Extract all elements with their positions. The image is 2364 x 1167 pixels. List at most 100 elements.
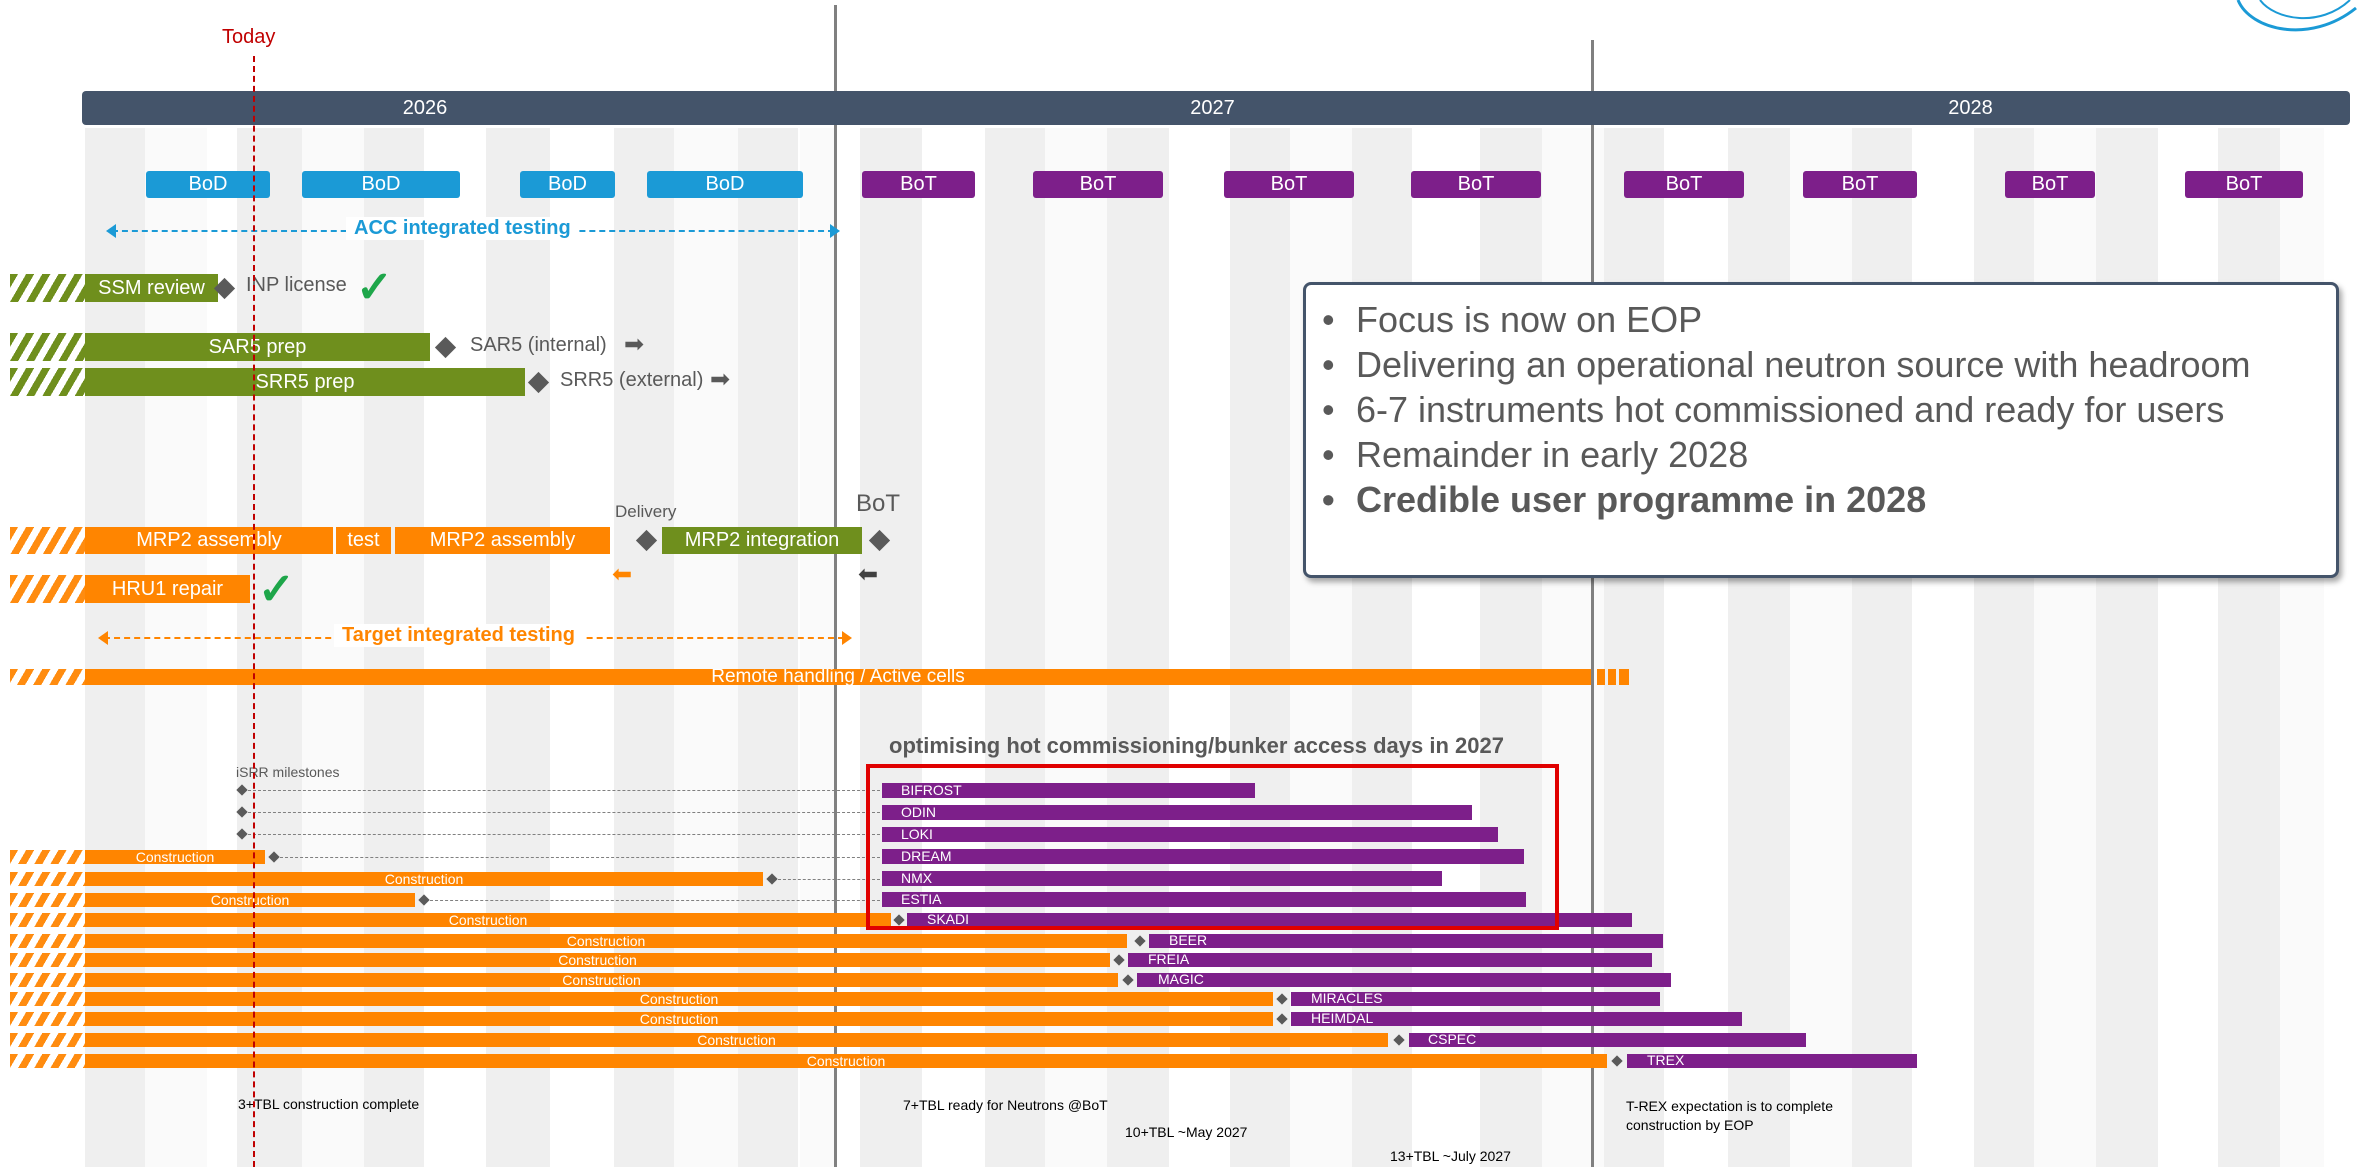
dashed-link <box>248 790 880 791</box>
note-trex-line1: T-REX expectation is to complete <box>1626 1098 1833 1114</box>
hru1-repair-bar: HRU1 repair <box>85 575 250 603</box>
construction-label: Construction <box>558 952 637 968</box>
instrument-bar-beer <box>1149 934 1663 948</box>
construction-bar <box>85 1054 1607 1068</box>
year-2028: 2028 <box>1948 97 1993 119</box>
year-divider-2027 <box>834 5 837 1167</box>
sar5-internal-label: SAR5 (internal) <box>470 334 607 356</box>
mrp2-integration-bar: MRP2 integration <box>662 527 862 554</box>
bod-period: BoD <box>302 171 460 198</box>
instrument-label: NMX <box>901 870 933 886</box>
sar5-milestone-diamond <box>434 336 457 359</box>
arrow-left-icon: ⬅ <box>858 561 879 588</box>
construction-bar <box>85 1033 1388 1047</box>
hatch-orange <box>10 850 85 864</box>
instrument-bar-magic <box>1137 973 1671 987</box>
bot-period: BoT <box>2005 171 2095 198</box>
srr5-external-label: SRR5 (external) <box>560 369 704 391</box>
note-may-2027: 10+TBL ~May 2027 <box>1125 1124 1248 1140</box>
construction-label: Construction <box>135 849 215 865</box>
remote-handling-tail <box>1619 669 1629 685</box>
hatch-orange <box>10 913 85 927</box>
hatch-green <box>10 274 85 302</box>
construction-label: Construction <box>697 1032 776 1048</box>
note-july-2027: 13+TBL ~July 2027 <box>1390 1148 1511 1164</box>
target-testing-label: Target integrated testing <box>334 624 583 647</box>
sar5-prep-bar: SAR5 prep <box>85 333 430 361</box>
instrument-label: CSPEC <box>1428 1031 1477 1047</box>
bot-marker-label: BoT <box>856 490 901 517</box>
checkmark-icon: ✓ <box>258 565 295 614</box>
bod-period: BoD <box>146 171 270 198</box>
construction-label: Construction <box>639 991 719 1007</box>
hatch-orange <box>10 872 85 886</box>
dashed-link <box>778 879 880 880</box>
instrument-label: BEER <box>1169 932 1208 948</box>
construction-bar <box>85 953 1110 967</box>
inp-license-label: INP license <box>246 274 347 296</box>
callout-item-bold: Credible user programme in 2028 <box>1322 477 2336 522</box>
instrument-label: MIRACLES <box>1311 990 1383 1006</box>
highlight-box <box>866 764 1559 930</box>
construction-label: Construction <box>566 933 646 949</box>
hatch-green <box>10 333 85 361</box>
construction-bar <box>85 850 265 864</box>
instrument-bar-odin <box>882 805 1472 820</box>
isrr-milestones-label: iSRR milestones <box>236 764 340 780</box>
target-arrow-right-icon <box>842 631 852 645</box>
note-trex-line2: construction by EOP <box>1626 1117 1754 1133</box>
hatch-orange <box>10 973 85 987</box>
construction-bar <box>85 893 415 907</box>
hatch-orange <box>10 893 85 907</box>
bot-period: BoT <box>862 171 975 198</box>
instrument-label: MAGIC <box>1158 971 1204 987</box>
delivery-label: Delivery <box>615 502 677 521</box>
hatch-orange <box>10 934 85 948</box>
arrow-left-icon: ⬅ <box>612 561 633 588</box>
construction-label: Construction <box>562 972 641 988</box>
remote-handling-tail <box>1597 669 1605 685</box>
dashed-link <box>248 834 880 835</box>
construction-label: Construction <box>384 871 464 887</box>
instrument-label: SKADI <box>927 911 970 927</box>
arrow-right-icon: ➡ <box>710 366 731 393</box>
instrument-label: FREIA <box>1148 951 1190 967</box>
instrument-bar-estia <box>882 892 1526 907</box>
instrument-bar-trex <box>1627 1054 1917 1068</box>
year-2027: 2027 <box>1190 97 1235 119</box>
instrument-bar-bifrost <box>882 783 1255 798</box>
bot-period: BoT <box>1224 171 1354 198</box>
bot-period: BoT <box>1033 171 1163 198</box>
logo-arc-icon <box>2236 0 2357 32</box>
instrument-label: LOKI <box>901 826 933 842</box>
callout-item: 6-7 instruments hot commissioned and rea… <box>1322 387 2336 432</box>
instrument-bar-heimdal <box>1291 1012 1742 1026</box>
instrument-label: ODIN <box>901 804 936 820</box>
hatch-orange <box>10 1012 85 1026</box>
instrument-bar-freia <box>1128 953 1652 967</box>
note-ready-neutrons: 7+TBL ready for Neutrons @BoT <box>903 1097 1108 1113</box>
instrument-label: HEIMDAL <box>1311 1010 1374 1026</box>
construction-bar <box>85 1012 1273 1026</box>
mrp2-assembly-bar: MRP2 assembly <box>395 527 610 554</box>
instrument-bar-dream <box>882 849 1524 864</box>
srr5-prep-bar: SRR5 prep <box>85 368 525 396</box>
hatch-orange <box>10 669 85 685</box>
instrument-label: ESTIA <box>901 891 942 907</box>
year-bar <box>82 91 2350 125</box>
instrument-bar-miracles <box>1291 992 1660 1006</box>
instrument-bar-nmx <box>882 871 1442 886</box>
instrument-bar-cspec <box>1409 1033 1806 1047</box>
construction-label: Construction <box>448 912 528 928</box>
construction-bar <box>85 934 1127 948</box>
construction-label: Construction <box>806 1053 886 1069</box>
callout-item: Remainder in early 2028 <box>1322 432 2336 477</box>
instrument-bar-loki <box>882 827 1498 842</box>
hatch-orange <box>10 527 85 554</box>
instrument-label: DREAM <box>901 848 952 864</box>
today-line <box>253 56 255 1167</box>
hatch-orange <box>10 575 85 603</box>
hatch-orange <box>10 953 85 967</box>
instrument-label: BIFROST <box>901 782 962 798</box>
instruments-heading: optimising hot commissioning/bunker acce… <box>889 733 1504 758</box>
